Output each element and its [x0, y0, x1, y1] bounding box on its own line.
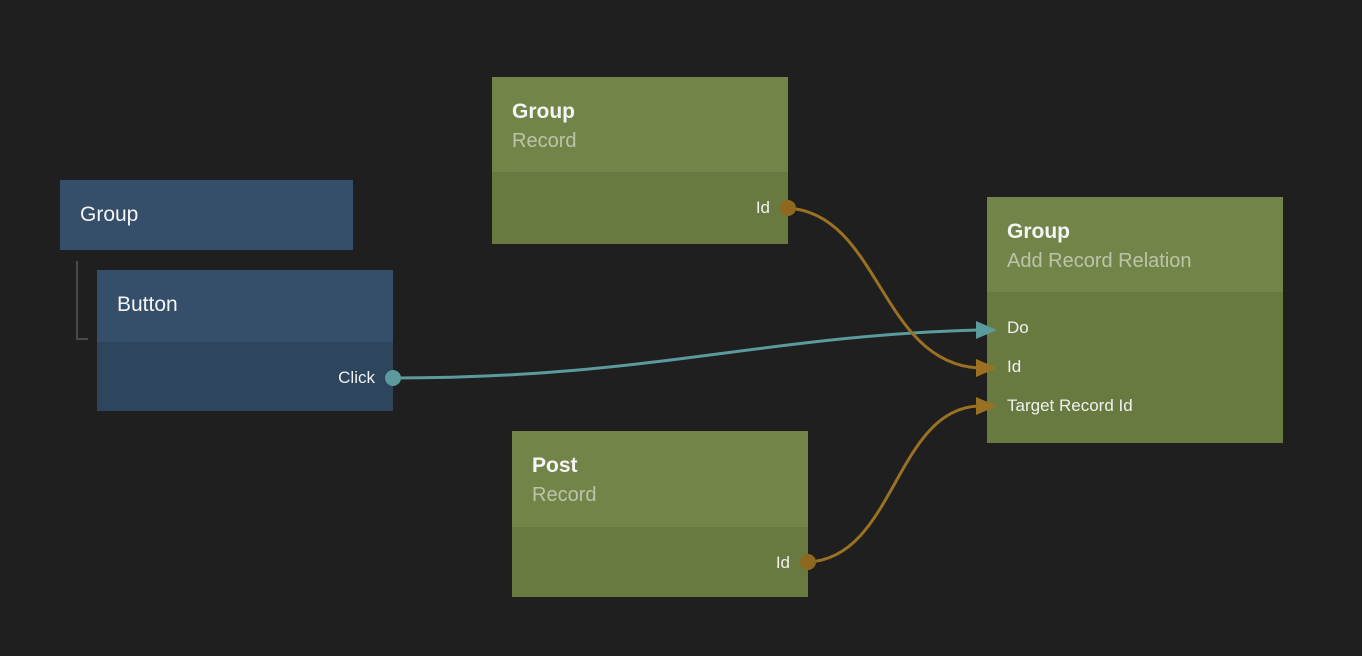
- connection-curve[interactable]: [807, 404, 979, 564]
- port-label: Id: [1007, 356, 1022, 376]
- node-title: Post: [532, 454, 578, 477]
- node-title: Group: [80, 203, 139, 226]
- port-label: Id: [775, 552, 790, 572]
- connection-curve[interactable]: [787, 206, 979, 370]
- node-ports: Click: [97, 342, 393, 411]
- port-label: Id: [755, 197, 770, 217]
- port-click[interactable]: Click: [97, 358, 393, 397]
- port-id[interactable]: Id: [512, 543, 808, 582]
- node-ports: Id: [512, 527, 808, 597]
- port-target-record-id[interactable]: Target Record Id: [987, 386, 1283, 425]
- port-label: Click: [338, 367, 375, 387]
- node-subtitle: Record: [512, 130, 577, 152]
- node-group-visual[interactable]: Group: [60, 180, 353, 250]
- port-label: Do: [1007, 317, 1029, 337]
- node-header: Group: [60, 180, 353, 250]
- node-title: Button: [117, 293, 178, 316]
- node-subtitle: Add Record Relation: [1007, 250, 1192, 272]
- node-header: Button: [97, 270, 393, 342]
- node-subtitle: Record: [532, 484, 597, 506]
- port-label: Target Record Id: [1007, 395, 1133, 415]
- port-do[interactable]: Do: [987, 308, 1283, 347]
- hierarchy-link-line: [76, 261, 88, 340]
- connection-curve[interactable]: [392, 328, 979, 380]
- port-id[interactable]: Id: [987, 347, 1283, 386]
- node-title: Group: [512, 100, 575, 123]
- port-id[interactable]: Id: [492, 188, 788, 227]
- node-title: Group: [1007, 220, 1070, 243]
- node-ports: Id: [492, 172, 788, 244]
